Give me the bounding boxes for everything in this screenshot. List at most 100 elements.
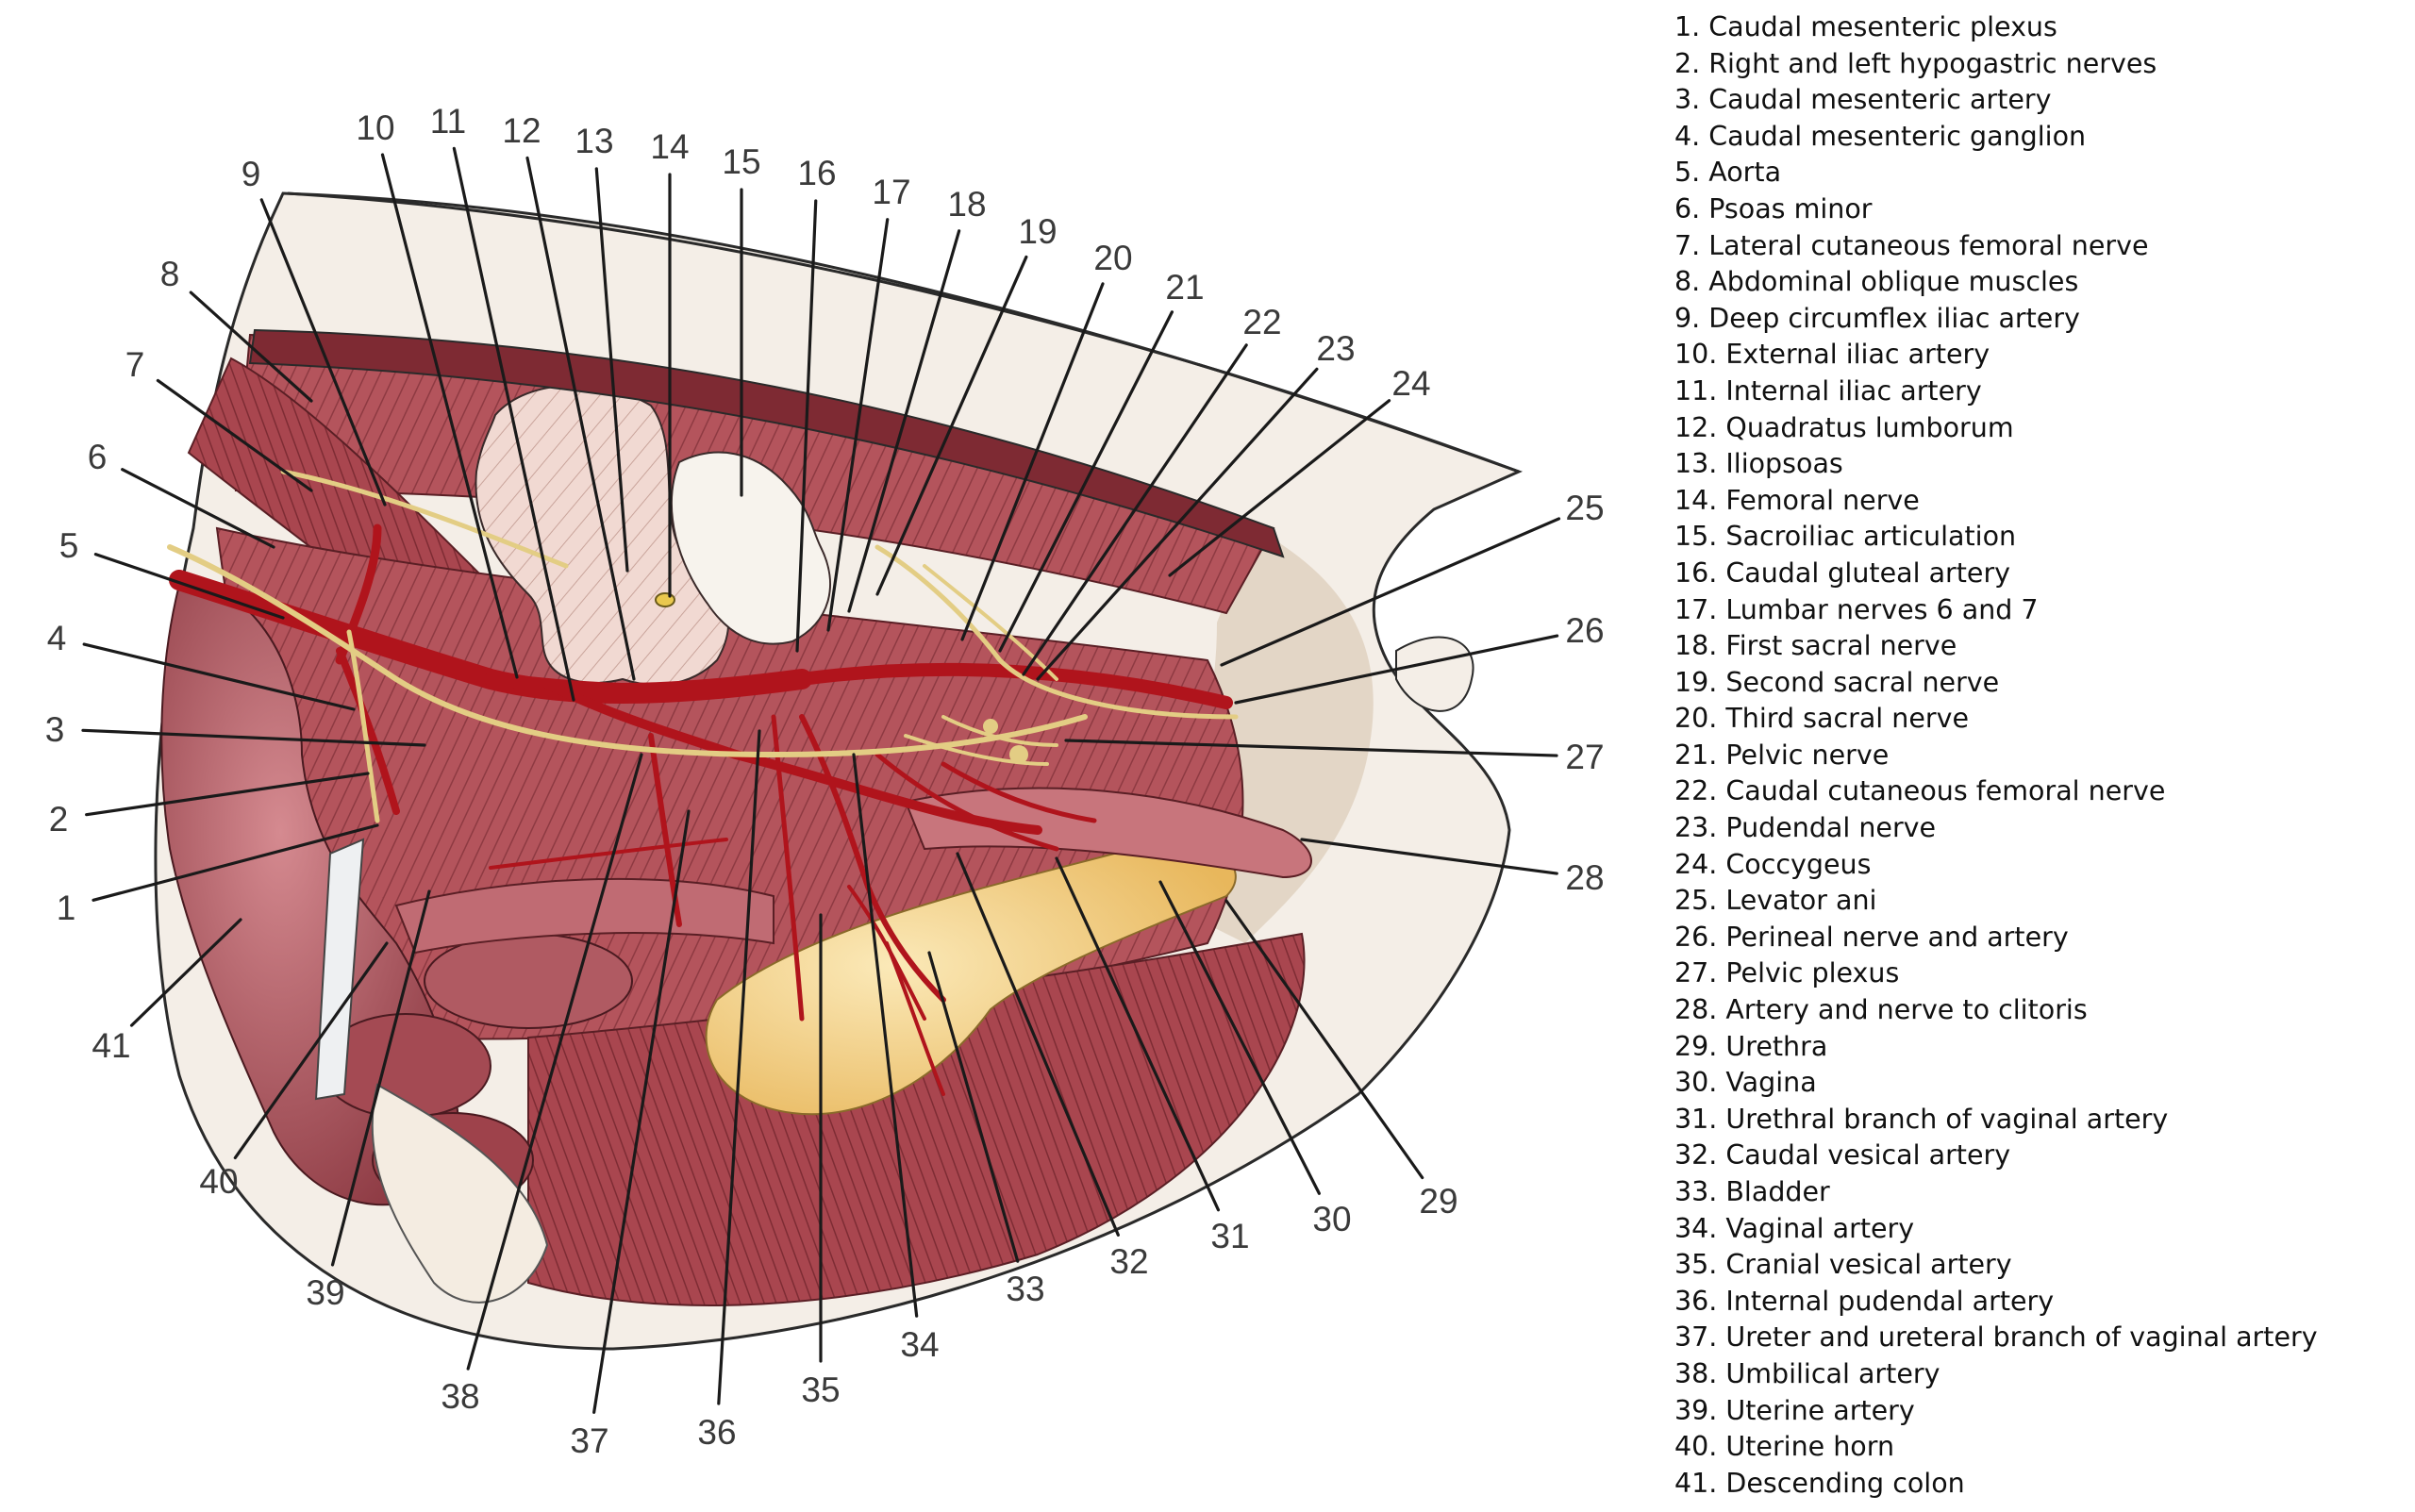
structure-number-label: 33 [1006, 1270, 1044, 1308]
legend-item: 26. Perineal nerve and artery [1674, 921, 2069, 953]
leader-line [1234, 634, 1559, 705]
structure-number-label: 31 [1210, 1217, 1249, 1255]
structure-number-label: 26 [1565, 611, 1604, 650]
legend-item: 22. Caudal cutaneous femoral nerve [1674, 775, 2166, 807]
structure-number-label: 20 [1093, 239, 1132, 277]
leader-line [852, 753, 919, 1318]
structure-number-label: 11 [430, 102, 466, 141]
structure-number-label: 23 [1316, 329, 1355, 368]
legend-item: 20. Third sacral nerve [1674, 703, 1969, 735]
legend-item: 3. Caudal mesenteric artery [1674, 84, 2052, 116]
leader-line [847, 229, 961, 613]
leader-line [156, 378, 313, 492]
pelvic-wall [248, 328, 1285, 558]
leader-line [81, 728, 426, 747]
leader-line [594, 167, 629, 573]
leader-line [795, 199, 818, 653]
structure-number-label: 41 [92, 1026, 130, 1065]
tail-outline [1395, 636, 1474, 712]
skin-line [287, 191, 1520, 474]
legend-item: 33. Bladder [1674, 1176, 1830, 1207]
structure-number-label: 22 [1242, 303, 1281, 341]
structure-number-label: 7 [125, 345, 145, 384]
structure-number-label: 14 [650, 127, 689, 166]
leader-line [1158, 880, 1321, 1195]
leader-line [1168, 399, 1391, 577]
legend-item: 18. First sacral nerve [1674, 630, 1957, 662]
leader-line [380, 153, 519, 679]
legend-item: 29. Urethra [1674, 1030, 1828, 1062]
structure-number-label: 4 [47, 619, 67, 657]
leader-line [330, 889, 431, 1267]
leader-line [927, 951, 1020, 1263]
structure-number-label: 8 [160, 255, 180, 293]
structure-number-label: 19 [1018, 212, 1057, 251]
structure-number-label: 38 [441, 1377, 479, 1416]
legend-item: 34. Vaginal artery [1674, 1212, 1915, 1244]
structure-number-label: 21 [1165, 268, 1204, 307]
structure-number-label: 30 [1312, 1200, 1351, 1238]
legend-item: 28. Artery and nerve to clitoris [1674, 994, 2088, 1026]
structure-number-label: 18 [947, 185, 986, 224]
leader-line [826, 218, 890, 632]
legend-item: 31. Urethral branch of vaginal artery [1674, 1103, 2169, 1135]
structure-number-label: 39 [306, 1273, 344, 1312]
uterine-horn [394, 877, 774, 955]
structure-number-label: 15 [722, 142, 760, 181]
urogenital-tract [904, 787, 1312, 879]
structure-number-label: 28 [1565, 858, 1604, 897]
leader-line [592, 809, 691, 1414]
legend-item: 36. Internal pudendal artery [1674, 1285, 2055, 1317]
legend-item: 8. Abdominal oblique muscles [1674, 266, 2079, 298]
legend-item: 23. Pudendal nerve [1674, 812, 1937, 844]
legend-item: 30. Vagina [1674, 1067, 1817, 1099]
structure-number-label: 24 [1391, 364, 1430, 403]
structure-number-label: 25 [1565, 489, 1604, 527]
legend-item: 24. Coccygeus [1674, 848, 1872, 880]
legend-item: 4. Caudal mesenteric ganglion [1674, 120, 2087, 152]
legend-item: 15. Sacroiliac articulation [1674, 521, 2017, 553]
legend-item: 11. Internal iliac artery [1674, 374, 1982, 407]
leader-line [121, 468, 275, 549]
structure-number-label: 29 [1419, 1182, 1457, 1221]
legend-item: 37. Ureter and ureteral branch of vagina… [1674, 1321, 2318, 1354]
femoral-nerve-dot [655, 592, 675, 607]
structure-number-label: 17 [872, 173, 910, 211]
structure-number-label: 27 [1565, 738, 1604, 776]
leader-line [998, 310, 1174, 653]
structure-number-label: 5 [59, 526, 79, 565]
leader-line [1220, 517, 1561, 667]
leader-line [717, 729, 761, 1405]
leader-lines [81, 146, 1561, 1414]
legend-item: 14. Femoral nerve [1674, 484, 1920, 516]
leader-line [1022, 343, 1248, 676]
retractor [314, 838, 365, 1101]
legend-item: 9. Deep circumflex iliac artery [1674, 302, 2080, 334]
structure-number-label: 12 [502, 111, 541, 150]
leader-line [129, 918, 242, 1027]
legend-item: 12. Quadratus lumborum [1674, 411, 2014, 443]
legend-item: 21. Pelvic nerve [1674, 739, 1890, 771]
structure-number-label: 3 [45, 710, 65, 749]
leader-line [189, 291, 313, 403]
structure-number-label: 2 [49, 800, 69, 839]
leader-line [82, 642, 356, 711]
leader-line [233, 941, 389, 1160]
leader-line [1300, 838, 1558, 875]
legend-item: 32. Caudal vesical artery [1674, 1139, 2011, 1171]
legend-item: 25. Levator ani [1674, 885, 1877, 917]
sacrum-bone [671, 451, 831, 645]
legend-item: 5. Aorta [1674, 157, 1782, 189]
leader-line [85, 772, 370, 817]
legend-item: 13. Iliopsoas [1674, 448, 1843, 480]
leader-line [875, 255, 1028, 596]
legend-item: 2. Right and left hypogastric nerves [1674, 47, 2157, 79]
bladder [705, 842, 1237, 1116]
legend-item: 41. Descending colon [1674, 1467, 1965, 1499]
leader-line [466, 753, 643, 1371]
legend-item: 17. Lumbar nerves 6 and 7 [1674, 593, 2039, 625]
structure-number-label: 6 [88, 438, 108, 476]
